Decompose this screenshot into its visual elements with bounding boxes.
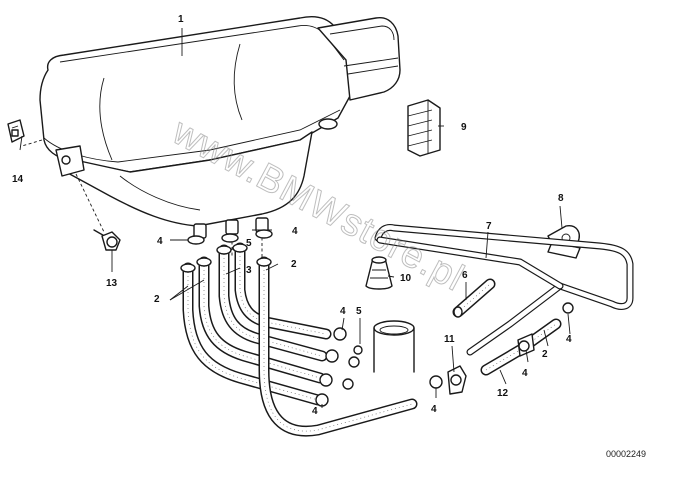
callout-7: 7 xyxy=(486,221,492,232)
callout-10: 10 xyxy=(400,273,412,284)
bolt-part-13 xyxy=(93,229,121,251)
document-number: 00002249 xyxy=(606,449,646,459)
callout-6: 6 xyxy=(462,270,468,281)
ring-part-5 xyxy=(373,320,415,373)
clip-part-14 xyxy=(7,119,25,143)
long-hoses-part-2 xyxy=(182,242,418,437)
hose-clamps-part-4 xyxy=(180,229,530,407)
callout-14: 14 xyxy=(12,174,24,185)
callout-4: 4 xyxy=(157,236,163,247)
valve-part-11 xyxy=(447,365,467,395)
callout-2: 2 xyxy=(154,294,160,305)
callout-4: 4 xyxy=(566,334,572,345)
callout-9: 9 xyxy=(461,122,467,133)
callout-labels: 1 2 2 2 3 4 4 4 4 4 4 4 5 5 6 7 8 9 10 1… xyxy=(12,14,572,417)
callout-2: 2 xyxy=(291,259,297,270)
callout-4: 4 xyxy=(292,226,298,237)
funnel-part-10 xyxy=(365,256,393,290)
comb-holder-part-9 xyxy=(407,99,441,157)
leader-lines xyxy=(19,28,571,408)
callout-1: 1 xyxy=(178,14,184,25)
callout-5: 5 xyxy=(246,238,252,249)
breather-tube-part-7 xyxy=(374,224,634,356)
callout-4: 4 xyxy=(431,404,437,415)
air-box-housing xyxy=(39,16,401,239)
callout-3: 3 xyxy=(246,265,252,276)
callout-4: 4 xyxy=(522,368,528,379)
callout-8: 8 xyxy=(558,193,564,204)
callout-12: 12 xyxy=(497,388,509,399)
callout-13: 13 xyxy=(106,278,118,289)
short-hose-part-6 xyxy=(452,278,496,318)
callout-4: 4 xyxy=(312,406,318,417)
callout-5: 5 xyxy=(356,306,362,317)
callout-4: 4 xyxy=(340,306,346,317)
callout-2: 2 xyxy=(542,349,548,360)
callout-11: 11 xyxy=(444,334,455,345)
